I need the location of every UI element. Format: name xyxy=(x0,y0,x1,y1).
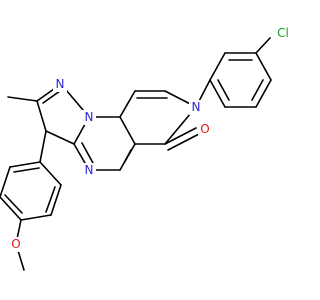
bond xyxy=(36,100,47,132)
bond xyxy=(45,186,56,213)
bond xyxy=(39,161,62,186)
bond xyxy=(119,90,136,118)
bond xyxy=(9,161,41,168)
bond xyxy=(164,127,197,145)
bond xyxy=(50,184,62,216)
atom-label-n-pyrazole: N xyxy=(56,77,65,91)
bond xyxy=(209,79,226,108)
bond xyxy=(255,52,272,81)
atom-label-n-pyridone: N xyxy=(192,100,201,114)
bond xyxy=(255,37,271,54)
atom-label-o-carbonyl: O xyxy=(200,122,209,136)
bond xyxy=(7,96,38,102)
bond xyxy=(251,79,264,101)
bond xyxy=(119,116,136,145)
atom-label-cl: Cl xyxy=(277,26,289,40)
bond xyxy=(20,214,52,221)
bond xyxy=(255,79,272,108)
molecule-structure: Cl N O N N N O xyxy=(0,25,295,271)
molecule-canvas: Cl N O N N N O xyxy=(0,25,295,271)
atom-label-n-bridge: N xyxy=(85,110,94,124)
bond xyxy=(217,79,230,101)
bond-layer xyxy=(0,37,272,271)
atom-label-layer: Cl N O N N N O xyxy=(9,25,295,252)
bond xyxy=(4,194,23,214)
bond xyxy=(39,130,47,163)
bond xyxy=(0,166,11,198)
atom-label-n-pyrimidine: N xyxy=(85,163,94,177)
bond xyxy=(0,196,22,221)
atom-label-o-methoxy: O xyxy=(11,237,20,251)
bond xyxy=(167,133,200,151)
bond xyxy=(13,167,40,173)
bond xyxy=(45,130,75,145)
bond xyxy=(42,90,61,104)
bond xyxy=(81,142,94,164)
bond xyxy=(209,52,226,81)
bond xyxy=(123,149,132,164)
